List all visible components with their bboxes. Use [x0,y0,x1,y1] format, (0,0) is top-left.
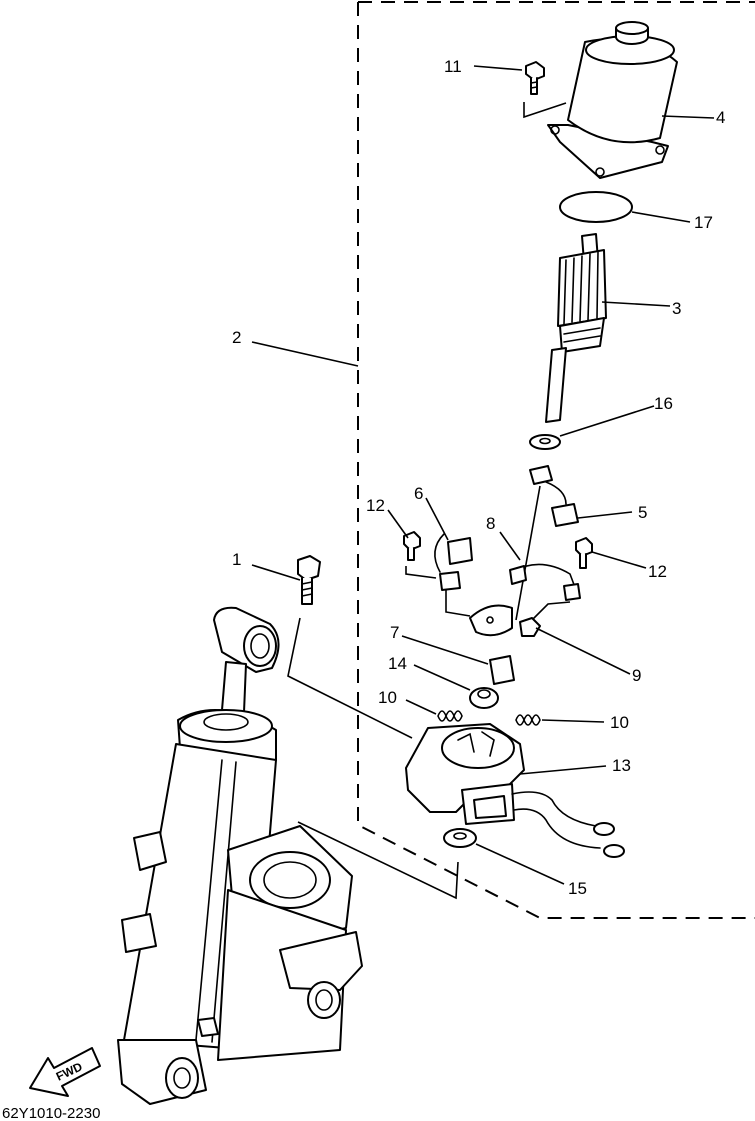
part-armature [545,233,607,423]
callout-10-left: 10 [378,688,397,707]
part-brush-plate [469,604,541,637]
part-brush-7 [489,655,515,685]
callout-10-right: 10 [610,713,629,732]
callout-2: 2 [232,328,241,347]
callout-16: 16 [654,394,673,413]
part-bolt-1 [297,555,321,605]
callout-6: 6 [414,484,423,503]
part-spring-left [437,710,463,722]
part-spring-right [515,714,541,726]
part-screw-11 [523,61,567,119]
part-screw-12-right [575,537,593,569]
callout-11: 11 [444,57,462,76]
callout-4: 4 [716,108,725,127]
part-spring-clip [509,563,581,623]
callout-3: 3 [672,299,681,318]
callout-17: 17 [694,213,713,232]
callout-12-right: 12 [648,562,667,581]
drawing-code: 62Y1010-2230 [2,1105,100,1121]
part-motor-yoke [547,21,678,179]
part-tilt-cylinder-assembly [117,606,363,1105]
part-screw-12-left [403,531,421,561]
callout-1: 1 [232,550,241,569]
assembly-boundary [357,1,755,919]
callout-labels: 1 2 3 4 5 6 7 8 9 10 10 11 12 12 13 14 1… [232,57,725,898]
part-washer-15 [443,828,477,848]
part-washer-16 [529,434,561,450]
alignment-line-bolt [287,617,413,739]
part-brush-holder [405,533,473,617]
leader-lines [251,65,715,885]
callout-14: 14 [388,654,407,673]
part-end-bracket [405,723,625,858]
part-bushing [469,687,499,709]
callout-5: 5 [638,503,647,522]
callout-8: 8 [486,514,495,533]
alignment-line-base [297,821,459,900]
callout-9: 9 [632,666,641,685]
part-o-ring [559,191,633,223]
callout-13: 13 [612,756,631,775]
fwd-direction-arrow: FWD [29,1047,101,1097]
callout-15: 15 [568,879,587,898]
part-brush-lead [515,465,579,621]
callout-12-left: 12 [366,496,385,515]
callout-7: 7 [390,623,399,642]
